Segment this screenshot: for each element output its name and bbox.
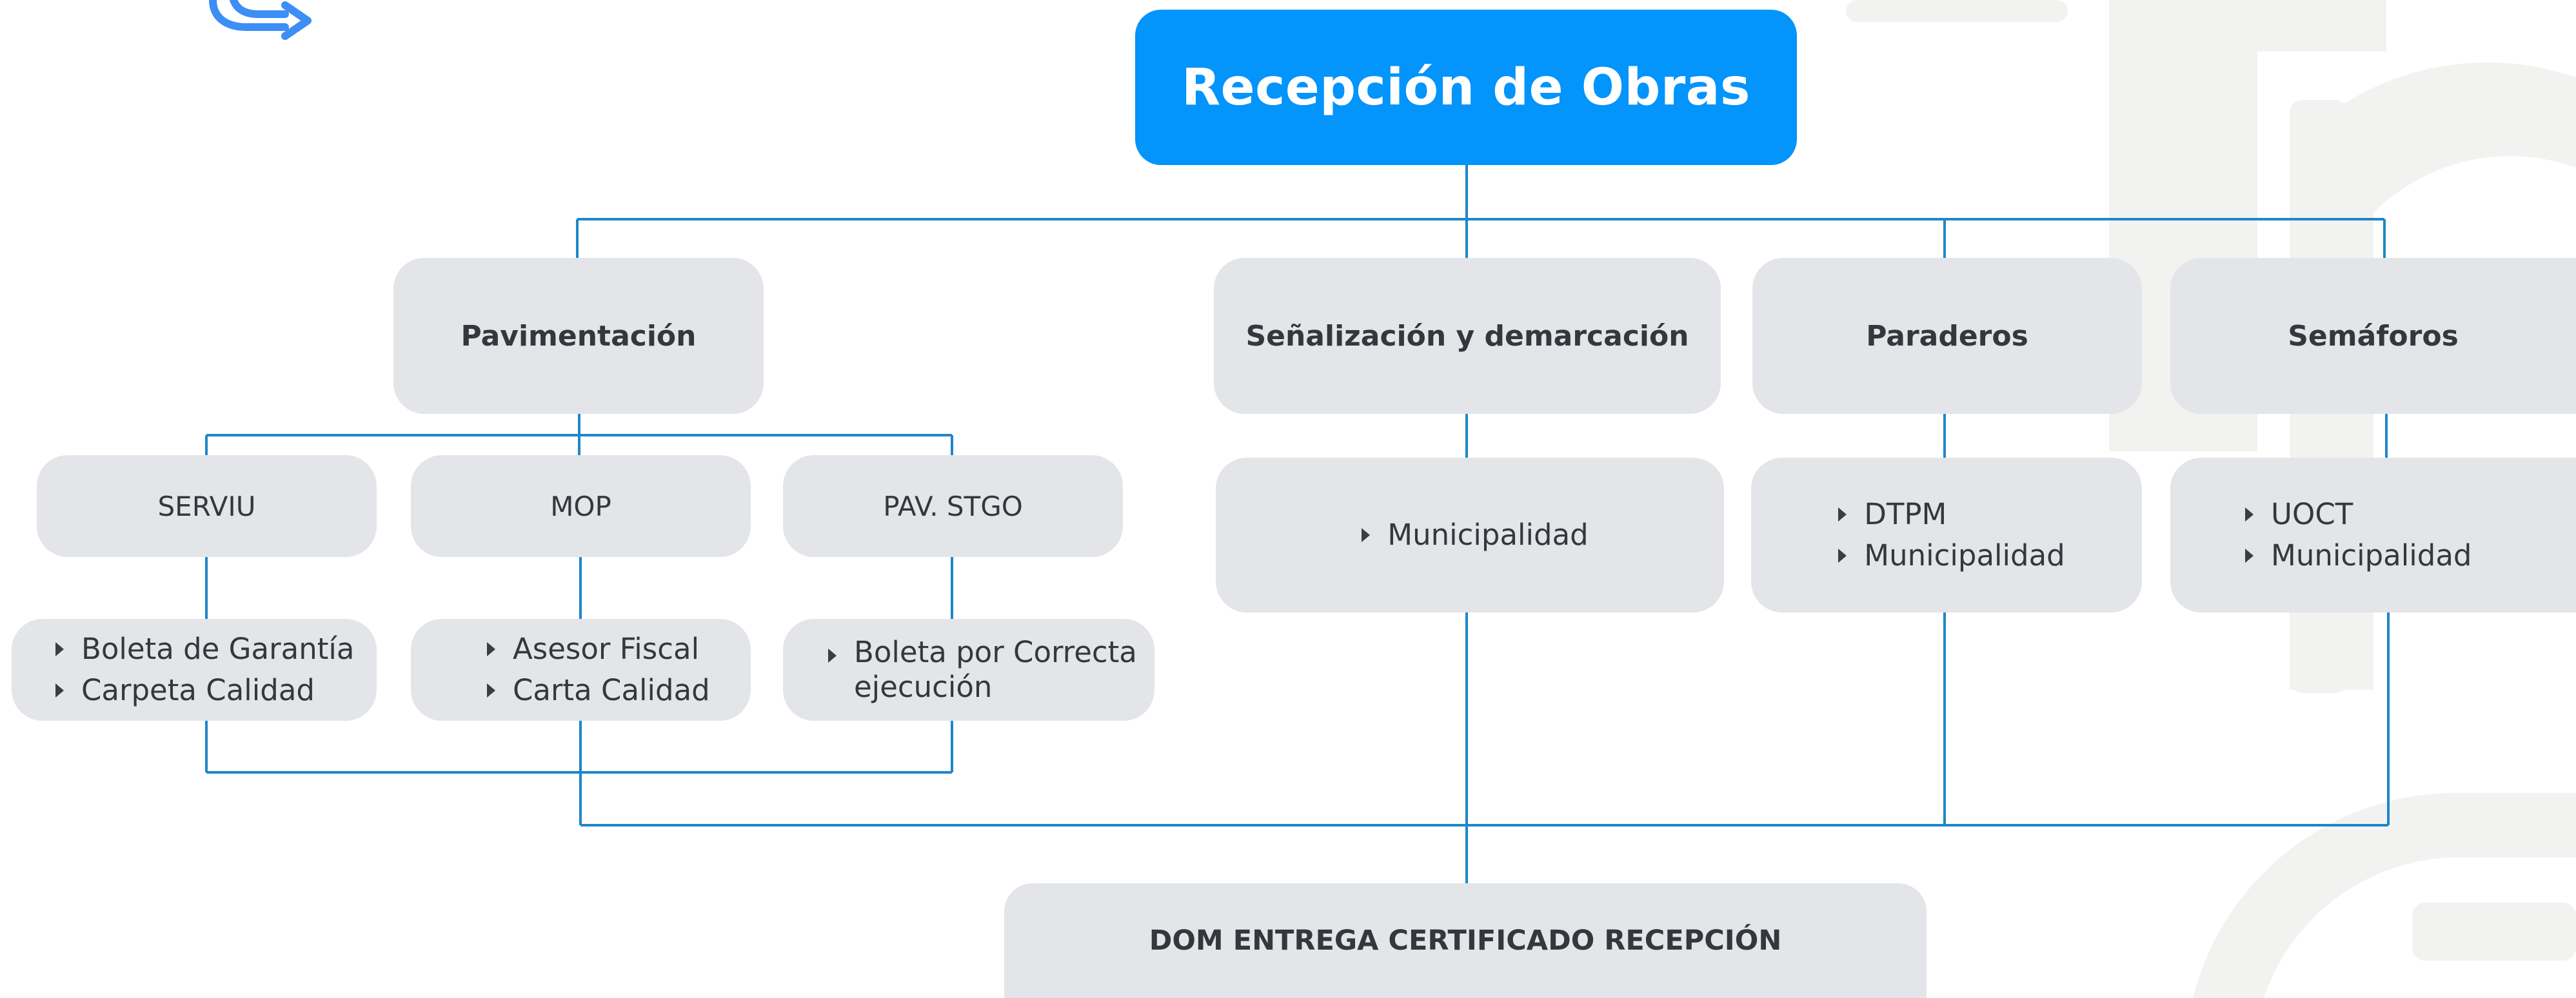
category-pavimentacion: Pavimentación: [393, 258, 764, 414]
list-item: Municipalidad: [1351, 514, 1589, 556]
final-step: DOM ENTREGA CERTIFICADO RECEPCIÓN: [1004, 883, 1927, 998]
list-item: Municipalidad: [1828, 535, 2065, 576]
diagram-title-text: Recepción de Obras: [1182, 58, 1750, 117]
caret-right-icon: [2245, 507, 2254, 522]
requirements-serviu-list: Boleta de Garantía Carpeta Calidad: [45, 629, 354, 711]
requirements-paraderos: DTPM Municipalidad: [1751, 458, 2142, 612]
caret-right-icon: [2245, 549, 2254, 563]
list-item: Boleta de Garantía: [45, 629, 354, 670]
caret-right-icon: [828, 649, 837, 663]
logo-icon: [209, 0, 312, 40]
diagram-title: Recepción de Obras: [1135, 10, 1797, 165]
caret-right-icon: [55, 683, 64, 698]
entity-mop: MOP: [411, 455, 751, 557]
list-item: Boleta por Correcta ejecución: [818, 635, 1164, 705]
requirements-pav-stgo: Boleta por Correcta ejecución: [783, 619, 1154, 721]
requirements-senalizacion: Municipalidad: [1216, 458, 1724, 612]
list-item: DTPM: [1828, 494, 2065, 535]
category-paraderos: Paraderos: [1752, 258, 2142, 414]
list-item: Carpeta Calidad: [45, 670, 354, 711]
entity-pav-stgo-label: PAV. STGO: [883, 490, 1023, 522]
entity-serviu-label: SERVIU: [157, 490, 256, 522]
requirements-mop-list: Asesor Fiscal Carta Calidad: [477, 629, 710, 711]
requirements-mop: Asesor Fiscal Carta Calidad: [411, 619, 751, 721]
list-item: Asesor Fiscal: [477, 629, 710, 670]
entity-serviu: SERVIU: [37, 455, 377, 557]
category-senalizacion: Señalización y demarcación: [1214, 258, 1721, 414]
requirements-semaforos: UOCT Municipalidad: [2170, 458, 2576, 612]
caret-right-icon: [1362, 528, 1371, 542]
caret-right-icon: [55, 642, 64, 656]
list-item: UOCT: [2235, 494, 2472, 535]
caret-right-icon: [487, 642, 495, 656]
category-semaforos-label: Semáforos: [2288, 319, 2459, 353]
list-item: Carta Calidad: [477, 670, 710, 711]
caret-right-icon: [1838, 507, 1847, 522]
category-semaforos: Semáforos: [2170, 258, 2576, 414]
final-step-label: DOM ENTREGA CERTIFICADO RECEPCIÓN: [1149, 925, 1782, 957]
caret-right-icon: [1838, 549, 1847, 563]
requirements-senalizacion-list: Municipalidad: [1351, 514, 1589, 556]
entity-pav-stgo: PAV. STGO: [783, 455, 1123, 557]
requirements-paraderos-list: DTPM Municipalidad: [1828, 494, 2065, 576]
requirements-serviu: Boleta de Garantía Carpeta Calidad: [12, 619, 377, 721]
entity-mop-label: MOP: [550, 490, 611, 522]
requirements-pav-stgo-list: Boleta por Correcta ejecución: [818, 635, 1164, 705]
caret-right-icon: [487, 683, 495, 698]
category-paraderos-label: Paraderos: [1866, 319, 2028, 353]
category-senalizacion-label: Señalización y demarcación: [1245, 319, 1689, 353]
category-pavimentacion-label: Pavimentación: [461, 319, 697, 353]
requirements-semaforos-list: UOCT Municipalidad: [2235, 494, 2472, 576]
list-item: Municipalidad: [2235, 535, 2472, 576]
